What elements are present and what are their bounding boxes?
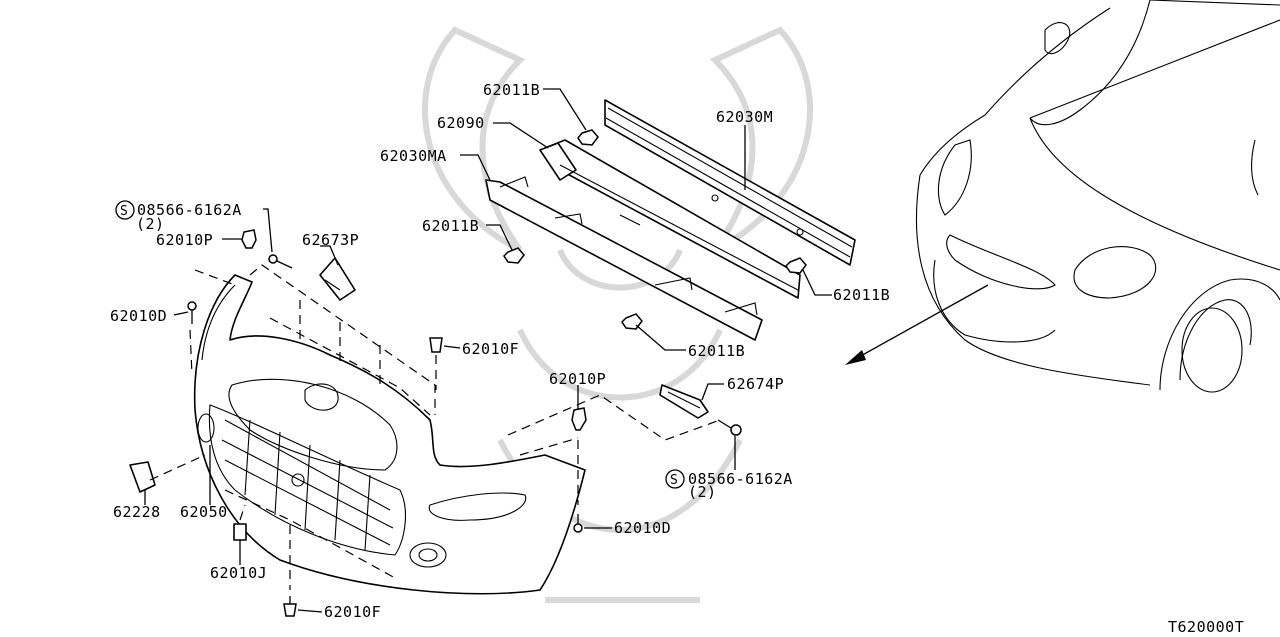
label-08566-right-qty: (2)	[688, 483, 717, 501]
screw-62010D-left	[187, 301, 197, 324]
clip-62010F-bottom	[283, 596, 297, 617]
screw-08566-right	[717, 419, 742, 436]
nut-62011B-right	[785, 257, 807, 274]
label-62010P-right: 62010P	[549, 370, 606, 388]
label-62673P: 62673P	[302, 231, 359, 249]
label-62010D-right: 62010D	[614, 519, 671, 537]
label-62030M: 62030M	[716, 108, 773, 126]
arrow-head	[845, 350, 866, 365]
part-62030MA	[485, 176, 763, 341]
label-62050: 62050	[180, 503, 228, 521]
clip-62010P-left	[241, 229, 257, 249]
label-62090: 62090	[437, 114, 485, 132]
s-mark-right: S	[670, 473, 678, 488]
label-62010D-left: 62010D	[110, 307, 167, 325]
diagram-code: T620000T	[1168, 618, 1244, 636]
leader-lines	[144, 88, 832, 613]
s-mark-right-circle	[665, 469, 685, 489]
part-62030M	[604, 99, 856, 266]
label-08566-left: 08566-6162A	[137, 201, 242, 219]
assembly-dashed-lines	[149, 264, 721, 590]
label-08566-left-qty: (2)	[136, 215, 165, 233]
label-62011B-left: 62011B	[422, 217, 479, 235]
bracket-62228	[129, 461, 156, 493]
label-08566-right: 08566-6162A	[688, 470, 793, 488]
label-62010J: 62010J	[210, 564, 267, 582]
label-62011B-bottom: 62011B	[688, 342, 745, 360]
vehicle-outline	[915, 0, 1280, 393]
label-62011B-right: 62011B	[833, 286, 890, 304]
label-62010F-bottom: 62010F	[324, 603, 381, 621]
clip-62010J	[233, 523, 247, 541]
label-62030MA: 62030MA	[380, 147, 447, 165]
label-62228: 62228	[113, 503, 161, 521]
s-mark-left: S	[120, 204, 128, 219]
bracket-62673P	[319, 257, 356, 301]
screw-08566-left	[268, 254, 293, 269]
nut-62011B-left	[503, 247, 525, 264]
nut-62011B-top	[577, 129, 599, 146]
bracket-62674P	[659, 384, 709, 419]
label-62010P-left: 62010P	[156, 231, 213, 249]
bumper-fascia	[193, 274, 586, 595]
label-62011B-top: 62011B	[483, 81, 540, 99]
direction-arrow	[849, 284, 989, 363]
screw-62010D-right	[573, 514, 583, 533]
clip-62010P-right	[571, 407, 587, 431]
clip-62010F-top	[429, 337, 443, 353]
part-62090	[539, 139, 801, 299]
s-mark-left-circle	[115, 200, 135, 220]
label-62010F-top: 62010F	[462, 340, 519, 358]
label-62674P: 62674P	[727, 375, 784, 393]
